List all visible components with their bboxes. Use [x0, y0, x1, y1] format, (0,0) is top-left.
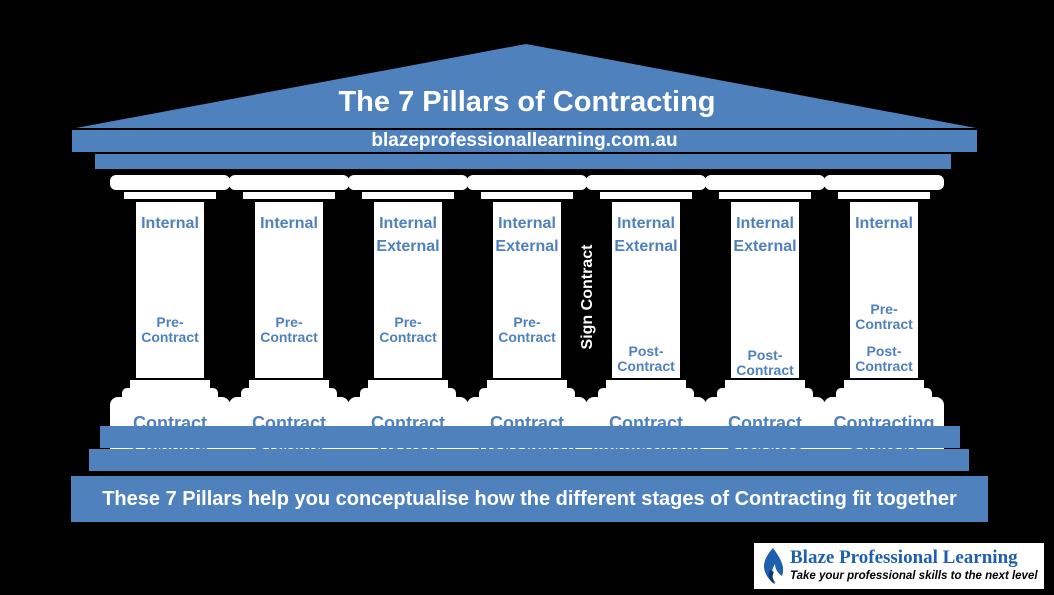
pillar-scope-label: Internal [379, 215, 437, 232]
pillar-stage-prefix: Pre- [275, 314, 303, 330]
pillar-stage-label: Contract [855, 316, 913, 332]
pillar-scope-label: Internal [736, 215, 794, 232]
pillar-shaft [374, 202, 442, 378]
pillar-stage-label: Contract [379, 329, 437, 345]
entablature-band [72, 130, 977, 152]
pillar-capital [348, 175, 468, 190]
pillar-base-ring [725, 380, 805, 388]
footer-banner: These 7 Pillars help you conceptualise h… [71, 476, 988, 522]
pillar-scope-label: External [733, 238, 797, 255]
pillar-stage-prefix: Pre- [156, 314, 184, 330]
pillar-abacus [243, 192, 335, 199]
pillar-abacus [362, 192, 454, 199]
pillar-abacus [719, 192, 811, 199]
pillar-capital [467, 175, 587, 190]
pillar-stage-label: Contract [260, 329, 318, 345]
pillar-stage-prefix: Pre- [870, 301, 898, 317]
pillar-shaft [255, 202, 323, 378]
pillar-capital [586, 175, 706, 190]
pillar-shaft [136, 202, 204, 378]
sign-contract-label: Sign Contract [579, 244, 596, 350]
pillar-base-ring [249, 380, 329, 388]
pillar-stage-label: Contract [617, 358, 675, 374]
pillar-scope-label: Internal [617, 215, 675, 232]
base-step-upper [100, 426, 960, 448]
roof-pediment [76, 44, 976, 128]
brand-logo: Blaze Professional Learning Take your pr… [754, 543, 1044, 589]
pillar-stage-label: Contract [141, 329, 199, 345]
architrave-band [95, 154, 951, 169]
diagram-title: The 7 Pillars of Contracting [338, 86, 716, 118]
pillar-stage-prefix: Pre- [513, 314, 541, 330]
pillar-stage-label: Contract [855, 358, 913, 374]
website-url: blazeprofessionallearning.com.au [371, 130, 678, 151]
flame-icon [764, 548, 784, 584]
pillar-capital [110, 175, 230, 190]
pillar-base-ring [130, 380, 210, 388]
pillar-base-ring [844, 380, 924, 388]
logo-name: Blaze Professional Learning [790, 547, 1018, 568]
pillar-shaft [493, 202, 561, 378]
pillar-shaft [612, 202, 680, 378]
pillar-capital [229, 175, 349, 190]
pillar-stage-prefix: Post- [628, 343, 664, 359]
pillar-base-ring [368, 380, 448, 388]
pillar-scope-label: External [376, 238, 440, 255]
pillar-capital [705, 175, 825, 190]
pillar-scope-label: Internal [498, 215, 556, 232]
pillar-stage-label: Contract [736, 362, 794, 378]
pillar-stage-prefix: Post- [866, 343, 902, 359]
logo-tagline: Take your professional skills to the nex… [790, 570, 1038, 582]
pillar-base-ring [606, 380, 686, 388]
pillar-abacus [838, 192, 930, 199]
pillar-scope-label: External [495, 238, 559, 255]
pillar-stage-prefix: Post- [747, 347, 783, 363]
pillar-scope-label: External [614, 238, 678, 255]
pillar-scope-label: Internal [855, 215, 913, 232]
pillar-abacus [481, 192, 573, 199]
pillar-capital [824, 175, 944, 190]
pillar-shaft [731, 202, 799, 378]
pillar-scope-label: Internal [141, 215, 199, 232]
pillar-stage-label: Contract [498, 329, 556, 345]
pillar-shaft [850, 202, 918, 378]
pillar-scope-label: Internal [260, 215, 318, 232]
pillar-stage-prefix: Pre- [394, 314, 422, 330]
pillar-abacus [124, 192, 216, 199]
base-step-lower [89, 449, 969, 471]
pillar-abacus [600, 192, 692, 199]
pillar-base-ring [487, 380, 567, 388]
